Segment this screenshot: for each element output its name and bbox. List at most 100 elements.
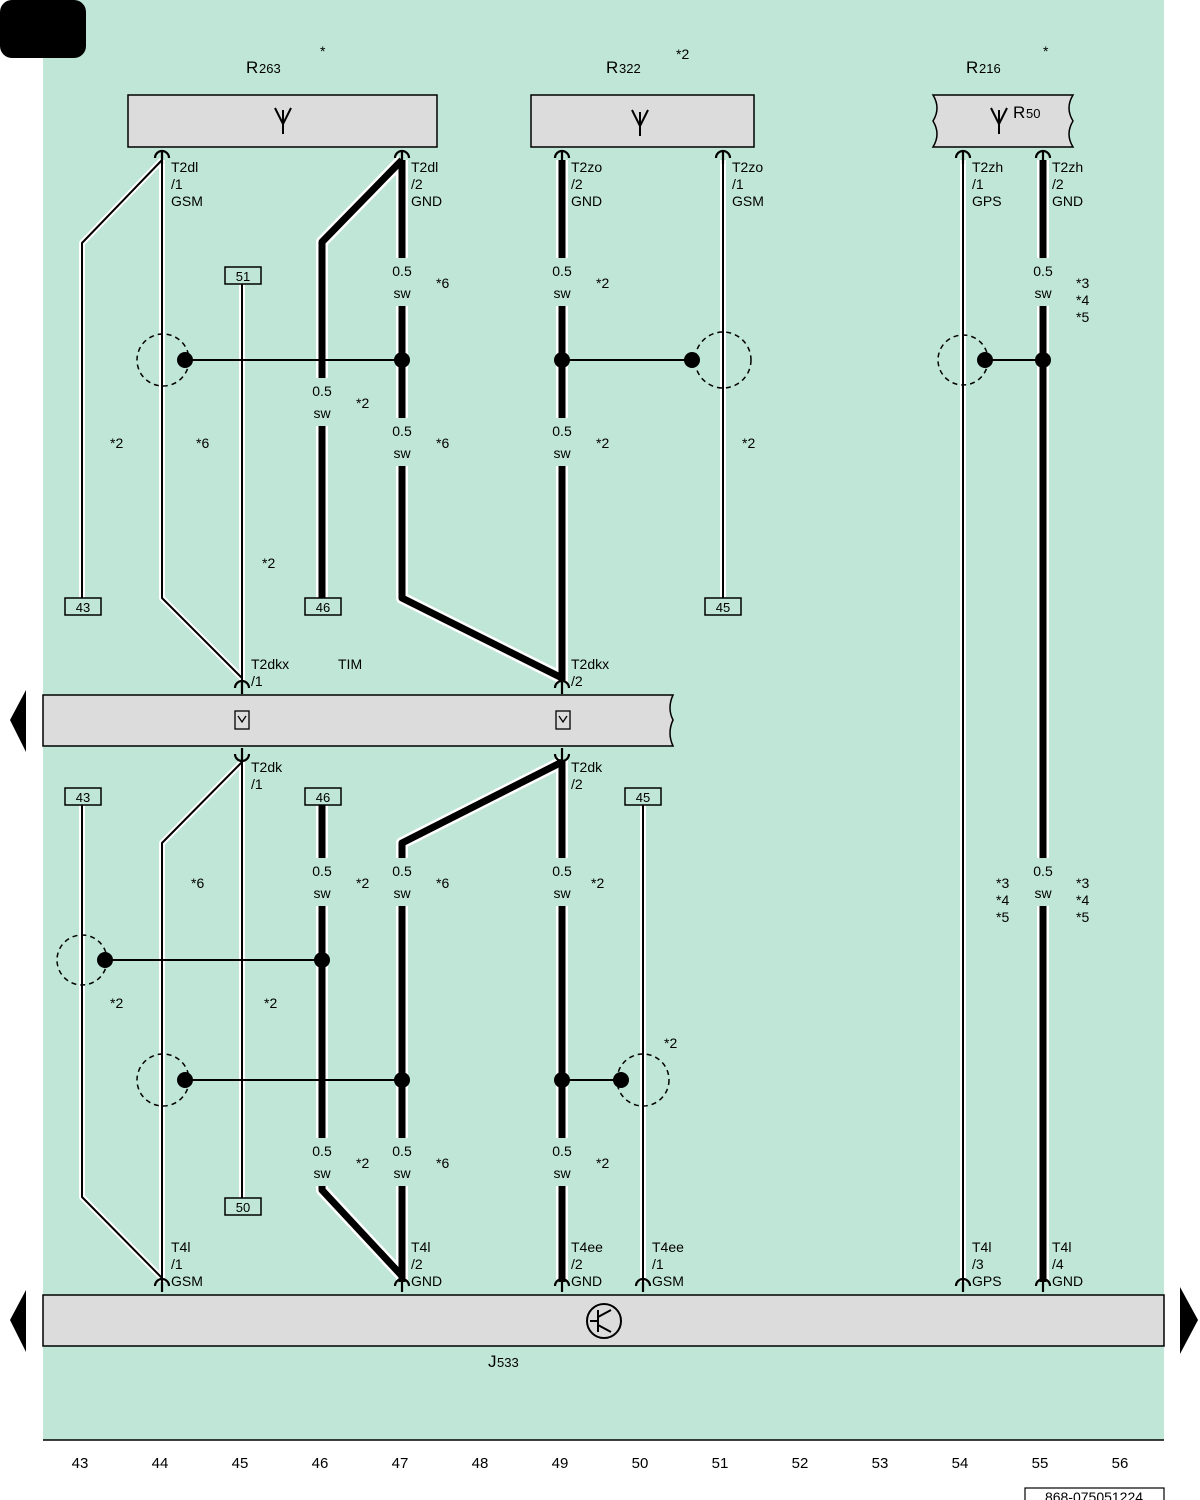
wire-label: 0.5sw: [552, 1143, 572, 1181]
footnote: *3: [1076, 875, 1089, 891]
footnote: *2: [262, 555, 275, 571]
component-r216-letter: R: [966, 58, 978, 77]
footnote: *3: [996, 875, 1009, 891]
svg-text:sw: sw: [313, 405, 331, 421]
reference-boxes: 43 46 51 45 43 46 45 50: [64, 266, 742, 1216]
component-r216-number: 216: [979, 61, 1001, 76]
footnote: *4: [1076, 292, 1089, 308]
component-r50-number: 50: [1026, 106, 1040, 121]
page-nav-left-arrow[interactable]: [10, 690, 26, 752]
pin-label-t2dkx-2: T2dkx/2: [571, 656, 609, 689]
ref-box-50[interactable]: 50: [224, 1197, 262, 1216]
component-tim: TIM: [42, 656, 675, 747]
svg-text:0.5: 0.5: [392, 1143, 412, 1159]
wire-label: 0.5sw: [552, 423, 572, 461]
document-number: 868-075051224: [1024, 1487, 1165, 1500]
footnote: *5: [1076, 909, 1089, 925]
svg-text:sw: sw: [313, 1165, 331, 1181]
component-r263: R 263 *: [127, 43, 438, 148]
footnote: *3: [1076, 275, 1089, 291]
axis-number: 44: [152, 1455, 169, 1472]
component-r50-letter: R: [1013, 103, 1025, 122]
ref-box-43[interactable]: 43: [64, 787, 102, 806]
ref-box-46[interactable]: 46: [304, 787, 342, 806]
footnote: *2: [596, 1155, 609, 1171]
gateway-icon: [586, 1303, 622, 1339]
svg-text:sw: sw: [1034, 885, 1052, 901]
footnote: *2: [110, 435, 123, 451]
svg-text:50: 50: [236, 1200, 250, 1215]
svg-text:sw: sw: [393, 285, 411, 301]
svg-text:46: 46: [316, 600, 330, 615]
connector-icon: [234, 710, 250, 730]
component-tim-label: TIM: [338, 656, 362, 672]
axis-number: 47: [392, 1455, 409, 1472]
svg-text:0.5: 0.5: [552, 863, 572, 879]
pin-label-t2dk-1: T2dk/1: [251, 759, 283, 792]
page-nav-right-arrow[interactable]: [1180, 1287, 1198, 1354]
pin-connectors: [153, 149, 1052, 1292]
page-corner-tab: [0, 0, 86, 58]
wire-label: 0.5 sw: [392, 1143, 412, 1181]
column-axis: 43 44 45 46 47 48 49 50 51 52 53 54 55 5…: [72, 1455, 1129, 1472]
axis-number: 56: [1112, 1455, 1129, 1472]
wire-label: 0.5sw: [392, 863, 412, 901]
footnote: *2: [264, 995, 277, 1011]
footnote: *6: [436, 875, 449, 891]
component-j533-number: 533: [497, 1355, 519, 1370]
svg-text:sw: sw: [553, 285, 571, 301]
component-j533-letter: J: [488, 1352, 497, 1371]
axis-number: 45: [232, 1455, 249, 1472]
wire-labels: 0.5sw 0.5sw 0.5sw 0.5sw 0.5sw 0.5sw 0.5s…: [312, 263, 1053, 1181]
wire-label: 0.5sw: [392, 263, 412, 301]
footnote: *2: [110, 995, 123, 1011]
ref-box-45[interactable]: 45: [624, 787, 662, 806]
svg-text:43: 43: [76, 790, 90, 805]
component-j533: J 533: [42, 1294, 1165, 1371]
axis-number: 52: [792, 1455, 809, 1472]
axis-number: 55: [1032, 1455, 1049, 1472]
antenna-icon: [274, 107, 292, 134]
axis-number: 43: [72, 1455, 89, 1472]
axis-number: 49: [552, 1455, 569, 1472]
axis-number: 53: [872, 1455, 889, 1472]
ref-box-46[interactable]: 46: [304, 597, 342, 616]
axis-number: 54: [952, 1455, 969, 1472]
footnote: *2: [596, 275, 609, 291]
wire-label: 0.5sw: [312, 1143, 332, 1181]
svg-text:sw: sw: [393, 445, 411, 461]
svg-text:0.5: 0.5: [552, 423, 572, 439]
footnote: *2: [356, 875, 369, 891]
footnote: *4: [996, 892, 1009, 908]
svg-text:0.5: 0.5: [1033, 263, 1053, 279]
svg-text:sw: sw: [313, 885, 331, 901]
component-r263-number: 263: [259, 61, 281, 76]
ref-box-43[interactable]: 43: [64, 597, 102, 616]
footnote: *2: [596, 435, 609, 451]
wire-label: 0.5sw: [1033, 863, 1053, 901]
footnote: *2: [356, 1155, 369, 1171]
axis-number: 51: [712, 1455, 729, 1472]
page-nav-left-arrow-bottom[interactable]: [10, 1290, 26, 1352]
footnote: *2: [591, 875, 604, 891]
antenna-icon: [631, 109, 649, 136]
ref-box-51[interactable]: 51: [224, 266, 262, 285]
ref-box-45[interactable]: 45: [704, 597, 742, 616]
footnote: *6: [436, 275, 449, 291]
svg-text:0.5: 0.5: [392, 423, 412, 439]
wire-label-gaps: [313, 258, 1052, 1186]
footnote: *6: [436, 1155, 449, 1171]
svg-text:sw: sw: [393, 1165, 411, 1181]
wire-label: 0.5sw: [312, 863, 332, 901]
footnote: *2: [664, 1035, 677, 1051]
wire-label: 0.5sw: [312, 383, 332, 421]
